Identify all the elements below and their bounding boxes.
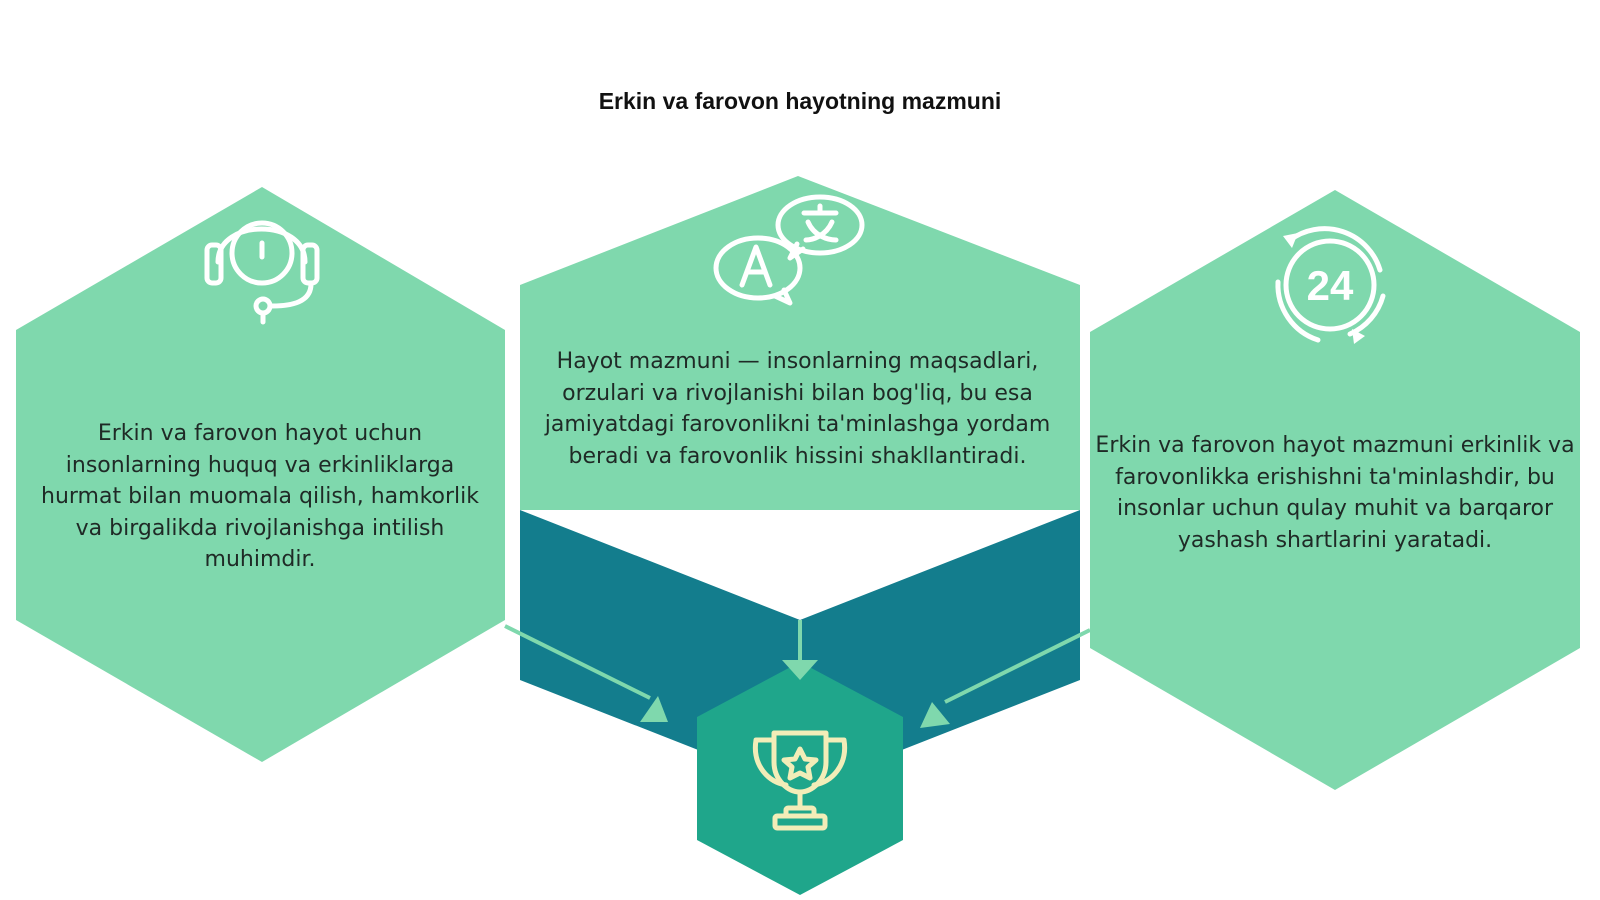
card-right-text: Erkin va farovon hayot mazmuni erkinlik … bbox=[1095, 433, 1575, 553]
arrow-right bbox=[920, 628, 1091, 728]
card-center-text: Hayot mazmuni — insonlarning maqsadlari,… bbox=[544, 349, 1051, 469]
card-left-text: Erkin va farovon hayot uchun insonlarnin… bbox=[41, 421, 479, 572]
arrow-center bbox=[782, 620, 818, 680]
hexagon-left bbox=[16, 187, 505, 762]
hexagon-center-small bbox=[697, 662, 903, 895]
clock-24-label: 24 bbox=[1307, 262, 1354, 309]
trophy-icon bbox=[752, 730, 848, 831]
headset-icon bbox=[204, 220, 320, 325]
hexagon-right bbox=[1090, 190, 1580, 790]
clock-24-icon: 24 bbox=[1275, 226, 1386, 344]
hexagon-center-top bbox=[520, 176, 1080, 510]
arrow-left bbox=[504, 624, 668, 722]
translate-bubbles-icon bbox=[713, 194, 865, 306]
page-title: Erkin va farovon hayotning mazmuni bbox=[598, 88, 1002, 114]
